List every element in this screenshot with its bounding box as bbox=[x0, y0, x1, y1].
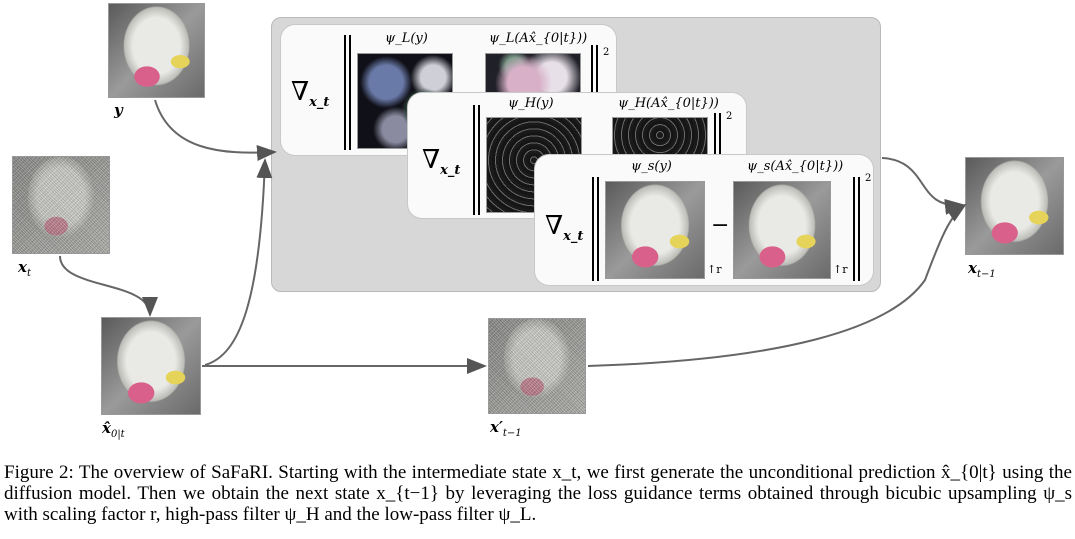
nabla-symbol: ∇x_t bbox=[545, 211, 584, 245]
norm-bar-left bbox=[592, 177, 599, 281]
term-left: ψ_s(y) bbox=[631, 159, 672, 174]
image-x-next bbox=[965, 157, 1064, 255]
image-bicubic-ax bbox=[733, 181, 831, 279]
term-left: ψ_H(y) bbox=[508, 96, 554, 111]
arrow-x0-to-panel bbox=[204, 158, 273, 366]
arrow-y-to-panel bbox=[154, 99, 277, 161]
image-x0-hat bbox=[101, 317, 201, 415]
arrow-xprime-to-xnext bbox=[587, 203, 967, 367]
norm-bar-right bbox=[714, 113, 721, 161]
term-left: ψ_L(y) bbox=[385, 31, 428, 46]
image-x-t bbox=[12, 156, 110, 254]
exponent: 2 bbox=[865, 173, 872, 184]
label-y: y bbox=[114, 101, 123, 119]
arrow-xt-to-x0 bbox=[59, 255, 158, 317]
norm-bar-left bbox=[473, 105, 480, 215]
term-right: ψ_L(Ax̂_{0|t})) bbox=[489, 31, 588, 46]
image-bicubic-y bbox=[605, 181, 705, 279]
card-bicubic: ∇x_t ψ_s(y) ψ_s(Ax̂_{0|t})) ↑r − ↑r 2 bbox=[535, 155, 873, 285]
norm-bar-right bbox=[853, 177, 860, 281]
upsample-label: ↑r bbox=[833, 263, 848, 276]
exponent: 2 bbox=[726, 111, 733, 122]
nabla-symbol: ∇x_t bbox=[422, 145, 461, 179]
figure-caption: Figure 2: The overview of SaFaRI. Starti… bbox=[4, 462, 1072, 525]
image-y bbox=[108, 3, 205, 98]
label-x0-hat: x̂0|t bbox=[102, 419, 125, 440]
norm-bar-left bbox=[344, 35, 351, 150]
label-x-next: xt−1 bbox=[968, 259, 996, 280]
norm-bar-right bbox=[591, 45, 598, 115]
arrow-panel-to-xnext bbox=[881, 157, 965, 215]
label-x-t: xt bbox=[18, 258, 31, 279]
nabla-symbol: ∇x_t bbox=[291, 77, 330, 111]
minus-sign: − bbox=[711, 213, 730, 238]
term-right: ψ_s(Ax̂_{0|t})) bbox=[747, 159, 844, 174]
upsample-label: ↑r bbox=[707, 263, 722, 276]
term-right: ψ_H(Ax̂_{0|t})) bbox=[618, 96, 719, 111]
image-high-pass-ax bbox=[612, 117, 708, 157]
image-x-prime bbox=[488, 318, 586, 414]
label-x-prime: x′t−1 bbox=[490, 418, 522, 439]
flow-arrows bbox=[59, 99, 967, 374]
exponent: 2 bbox=[603, 47, 610, 58]
